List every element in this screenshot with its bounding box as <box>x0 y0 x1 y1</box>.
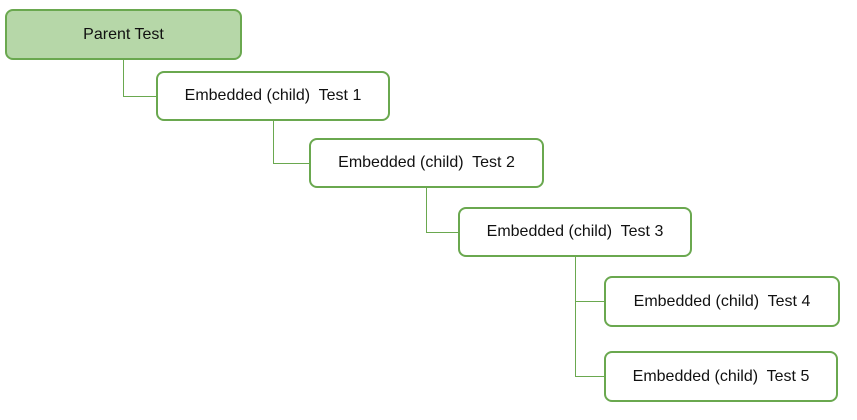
connector-test-3-to-test-5 <box>575 301 604 377</box>
child-test-4-node: Embedded (child) Test 4 <box>604 276 840 327</box>
connector-test-3-to-test-4 <box>575 257 604 302</box>
connector-parent-to-test-1 <box>123 60 156 97</box>
connector-test-2-to-test-3 <box>426 188 458 233</box>
child-test-1-node: Embedded (child) Test 1 <box>156 71 390 121</box>
child-test-3-node: Embedded (child) Test 3 <box>458 207 692 257</box>
child-test-5-node: Embedded (child) Test 5 <box>604 351 838 402</box>
connector-test-1-to-test-2 <box>273 121 309 164</box>
parent-test-node: Parent Test <box>5 9 242 60</box>
child-test-2-node: Embedded (child) Test 2 <box>309 138 544 188</box>
